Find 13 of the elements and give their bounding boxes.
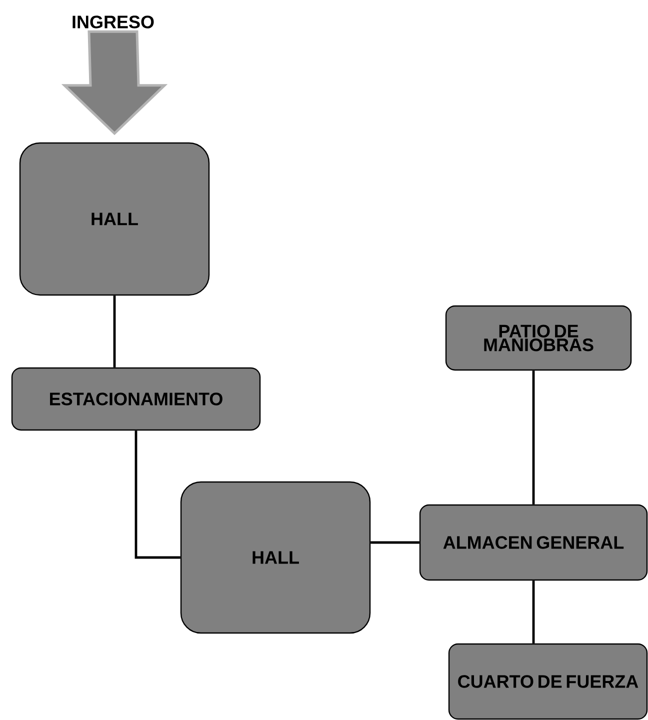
connector-line xyxy=(134,430,180,559)
block-arrow xyxy=(61,30,168,136)
room-box: HALL xyxy=(180,481,371,634)
room-box: ESTACIONAMIENTO xyxy=(11,367,261,431)
room-box: PATIO DE MANIOBRAS xyxy=(445,305,632,371)
room-box: CUARTO DE FUERZA xyxy=(448,643,648,720)
room-box: HALL xyxy=(19,142,210,296)
connector-line xyxy=(532,580,535,644)
connector-line xyxy=(370,541,420,544)
entry-label: INGRESO xyxy=(72,16,154,28)
connector-line xyxy=(532,370,535,504)
room-box: ALMACEN GENERAL xyxy=(419,504,648,581)
connector-line xyxy=(113,296,116,368)
